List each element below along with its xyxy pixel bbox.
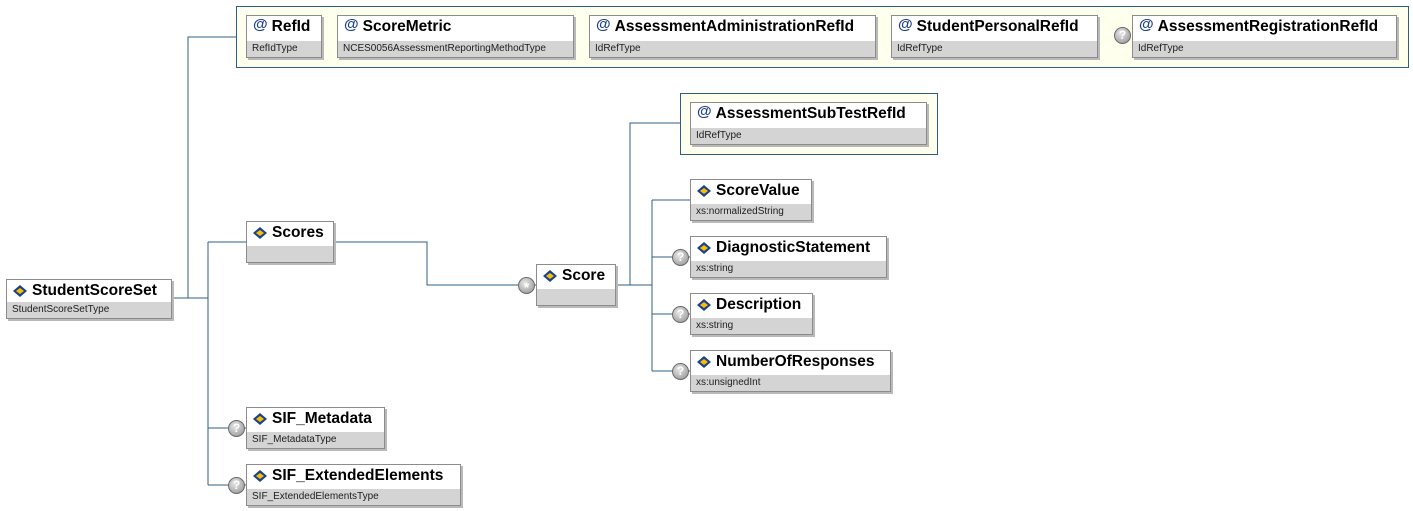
attribute-type: RefIdType bbox=[247, 41, 321, 57]
element-icon bbox=[697, 298, 711, 311]
attribute-name: StudentPersonalRefId bbox=[916, 18, 1079, 35]
attribute-name: AssessmentAdministrationRefId bbox=[614, 18, 855, 35]
optional-badge-icon: ? bbox=[228, 477, 245, 494]
attribute-type: NCES0056AssessmentReportingMethodType bbox=[338, 41, 573, 57]
element-type: SIF_MetadataType bbox=[247, 432, 384, 448]
element-type: xs:string bbox=[691, 318, 812, 334]
element-name: Description bbox=[716, 296, 802, 313]
element-name: Score bbox=[562, 267, 606, 284]
element-scorevalue[interactable]: ScoreValue xs:normalizedString bbox=[690, 179, 812, 221]
attribute-at-icon: @ bbox=[344, 16, 359, 33]
element-sif-extendedelements[interactable]: SIF_ExtendedElements SIF_ExtendedElement… bbox=[246, 464, 461, 506]
element-diagnosticstatement[interactable]: DiagnosticStatement xs:string bbox=[690, 236, 887, 278]
attribute-type: IdRefType bbox=[1133, 41, 1396, 57]
unbounded-badge-icon: * bbox=[518, 277, 535, 295]
attribute-assessmentregistrationrefid[interactable]: @AssessmentRegistrationRefId IdRefType bbox=[1132, 15, 1397, 58]
attribute-at-icon: @ bbox=[1139, 16, 1154, 33]
element-type: xs:unsignedInt bbox=[691, 375, 890, 391]
element-sif-metadata[interactable]: SIF_Metadata SIF_MetadataType bbox=[246, 407, 385, 449]
attribute-type: IdRefType bbox=[590, 41, 875, 57]
attribute-scoremetric[interactable]: @ScoreMetric NCES0056AssessmentReporting… bbox=[337, 15, 574, 58]
element-name: DiagnosticStatement bbox=[716, 239, 871, 256]
element-name: SIF_ExtendedElements bbox=[272, 467, 444, 484]
attribute-refid[interactable]: @RefId RefIdType bbox=[246, 15, 322, 58]
optional-badge-icon: ? bbox=[228, 420, 245, 437]
element-name: NumberOfResponses bbox=[716, 353, 875, 370]
element-name: ScoreValue bbox=[716, 182, 800, 199]
attribute-assessmentsubtestrefid[interactable]: @AssessmentSubTestRefId IdRefType bbox=[690, 102, 927, 145]
optional-badge-icon: ? bbox=[1114, 27, 1131, 44]
element-name: SIF_Metadata bbox=[272, 410, 372, 427]
element-type: StudentScoreSetType bbox=[7, 302, 171, 318]
attribute-type: IdRefType bbox=[892, 41, 1097, 57]
element-type bbox=[247, 246, 333, 262]
attribute-at-icon: @ bbox=[898, 16, 913, 33]
root-element-studentscoreset[interactable]: StudentScoreSet StudentScoreSetType bbox=[6, 279, 172, 319]
element-type: xs:normalizedString bbox=[691, 204, 811, 220]
attribute-at-icon: @ bbox=[253, 16, 268, 33]
attribute-name: AssessmentRegistrationRefId bbox=[1157, 18, 1379, 35]
element-name: Scores bbox=[272, 224, 324, 241]
element-icon bbox=[13, 284, 27, 297]
attribute-at-icon: @ bbox=[596, 16, 611, 33]
optional-badge-icon: ? bbox=[672, 249, 689, 266]
element-description[interactable]: Description xs:string bbox=[690, 293, 813, 335]
element-icon bbox=[543, 269, 557, 282]
element-score[interactable]: Score bbox=[536, 264, 616, 306]
element-icon bbox=[253, 226, 267, 239]
element-scores[interactable]: Scores bbox=[246, 221, 334, 263]
element-icon bbox=[253, 469, 267, 482]
element-icon bbox=[697, 355, 711, 368]
attribute-name: AssessmentSubTestRefId bbox=[715, 105, 906, 122]
element-name: StudentScoreSet bbox=[32, 282, 157, 299]
score-attribute-group: @AssessmentSubTestRefId IdRefType bbox=[680, 93, 938, 155]
element-type: xs:string bbox=[691, 261, 886, 277]
attribute-name: RefId bbox=[271, 18, 311, 35]
element-type bbox=[537, 289, 615, 305]
attribute-studentpersonalrefid[interactable]: @StudentPersonalRefId IdRefType bbox=[891, 15, 1098, 58]
optional-badge-icon: ? bbox=[672, 306, 689, 323]
attribute-group: @RefId RefIdType @ScoreMetric NCES0056As… bbox=[236, 6, 1409, 68]
attribute-name: ScoreMetric bbox=[362, 18, 452, 35]
attribute-type: IdRefType bbox=[691, 128, 926, 144]
element-type: SIF_ExtendedElementsType bbox=[247, 489, 460, 505]
optional-badge-icon: ? bbox=[672, 363, 689, 380]
element-icon bbox=[697, 241, 711, 254]
attribute-assessmentadministrationrefid[interactable]: @AssessmentAdministrationRefId IdRefType bbox=[589, 15, 876, 58]
element-icon bbox=[697, 184, 711, 197]
element-icon bbox=[253, 412, 267, 425]
element-numberofresponses[interactable]: NumberOfResponses xs:unsignedInt bbox=[690, 350, 891, 392]
attribute-at-icon: @ bbox=[697, 103, 712, 120]
